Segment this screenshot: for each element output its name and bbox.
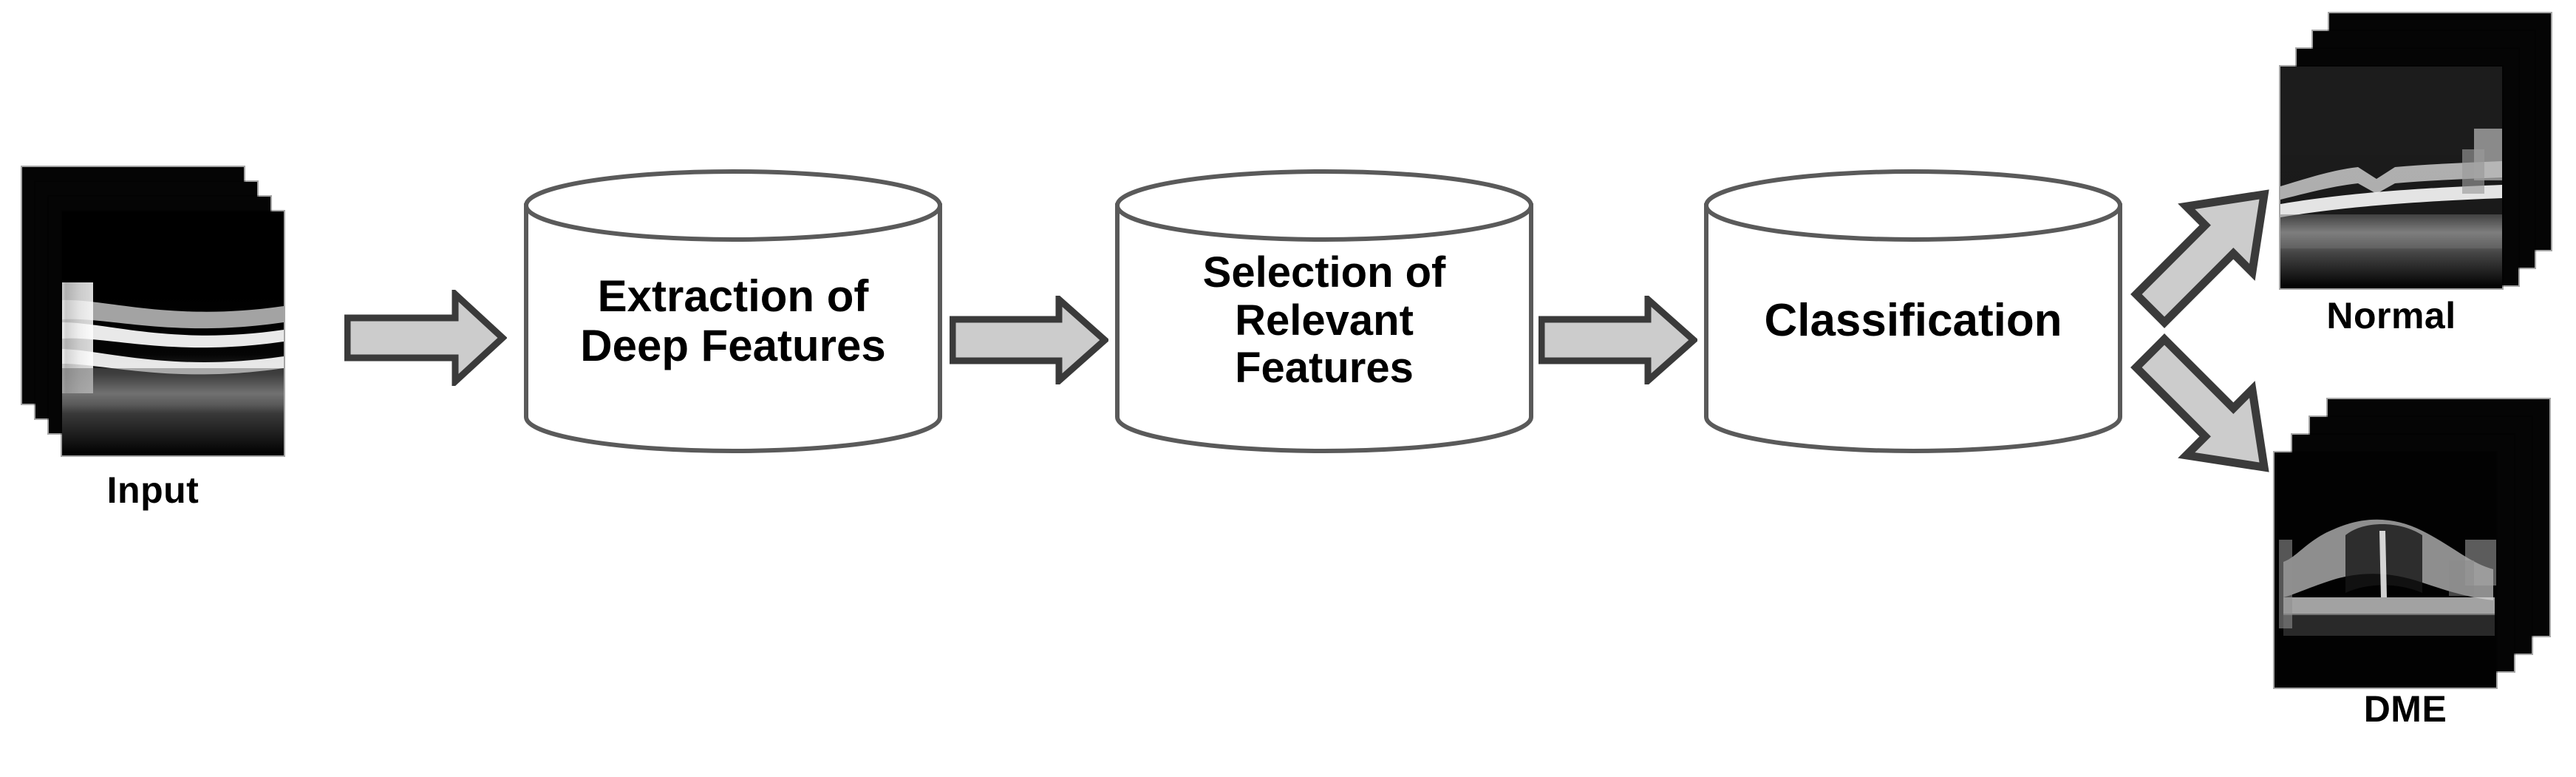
input-image-stack [22,167,296,469]
stage-selection-of-relevant-features[interactable]: Selection of Relevant Features [1113,167,1536,455]
dme-caption: DME [2363,688,2447,730]
oct-scan-normal-icon [2280,67,2502,288]
stage-extraction-of-deep-features[interactable]: Extraction of Deep Features [522,167,944,455]
arrow-classification-to-dme [2122,325,2292,495]
normal-image-stack [2277,13,2573,302]
oct-scan-dme-icon [2275,452,2496,688]
right-arrow-icon [1539,296,1697,384]
right-arrow-icon [950,296,1108,384]
dme-sheet-front [2275,452,2496,688]
stage-classification[interactable]: Classification [1702,167,2124,455]
arrow-extraction-to-selection [950,296,1108,384]
cylinder-shape-icon [524,169,942,453]
dme-image-stack [2261,399,2572,695]
cylinder-shape-icon [1115,169,1533,453]
up-right-arrow-icon [2130,189,2269,328]
input-sheet-front [62,211,284,455]
stage-classification-label: Classification [1764,295,2062,347]
arrow-input-to-extraction [344,290,507,386]
cylinder-shape-icon [1704,169,2122,453]
stage-extraction-label: Extraction of Deep Features [580,271,886,370]
right-arrow-icon [344,290,507,386]
normal-sheet-front [2280,67,2502,288]
oct-scan-input-icon [62,211,284,455]
arrow-classification-to-normal [2122,166,2292,336]
stage-selection-label: Selection of Relevant Features [1202,248,1446,393]
arrow-selection-to-classification [1539,296,1697,384]
input-caption: Input [106,469,200,511]
normal-caption: Normal [2326,295,2456,336]
down-right-arrow-icon [2130,333,2269,472]
